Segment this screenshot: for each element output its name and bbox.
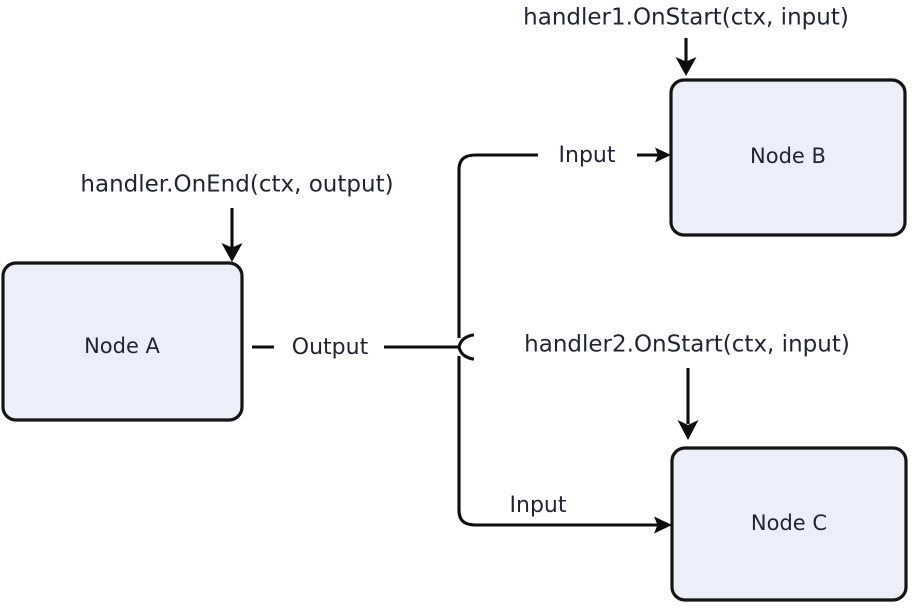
edge-branch-to-node-c <box>457 356 660 527</box>
arrowhead-onstart-b <box>675 57 697 76</box>
node-a-label: Node A <box>84 334 160 358</box>
arrowhead-into-node-c <box>654 516 672 534</box>
edge-label-input-b-text: Input <box>559 143 616 168</box>
arrowhead-into-node-b <box>655 147 671 163</box>
edge-branch-split <box>457 153 660 527</box>
node-a[interactable]: Node A <box>1 261 244 422</box>
branch-junction-lower-nub <box>457 346 475 361</box>
arrowhead-onstart-c <box>677 420 699 440</box>
edge-branch-to-node-b <box>457 153 538 338</box>
handler-arrow-onend-a <box>221 208 243 262</box>
node-c-label: Node C <box>751 511 827 535</box>
node-b[interactable]: Node B <box>669 78 907 237</box>
edge-input-b-arrow <box>637 147 671 163</box>
edge-label-input-b: Input <box>542 139 634 171</box>
handler-label-onstart-b: handler1.OnStart(ctx, input) <box>523 5 849 31</box>
node-a-box[interactable] <box>1 261 244 422</box>
edge-label-output-text: Output <box>292 335 369 360</box>
arrowhead-onend-a <box>221 243 243 262</box>
branch-junction-upper-nub <box>457 333 475 348</box>
edge-label-output-bg <box>278 331 382 363</box>
node-c-box[interactable] <box>670 446 908 602</box>
edge-label-input-b-bg <box>542 139 634 171</box>
edge-label-input-c: Input <box>510 493 567 518</box>
handler-arrow-onstart-c <box>677 368 699 440</box>
node-c[interactable]: Node C <box>670 446 908 602</box>
edge-input-c-arrow <box>654 516 672 534</box>
handler-label-onstart-c: handler2.OnStart(ctx, input) <box>524 332 850 358</box>
edge-label-output: Output <box>278 331 382 363</box>
node-b-label: Node B <box>750 144 826 168</box>
node-b-box[interactable] <box>669 78 907 237</box>
handler-arrow-onstart-b <box>675 38 697 76</box>
handler-label-onend-a: handler.OnEnd(ctx, output) <box>80 172 393 198</box>
edge-label-input-c-text: Input <box>510 493 567 518</box>
